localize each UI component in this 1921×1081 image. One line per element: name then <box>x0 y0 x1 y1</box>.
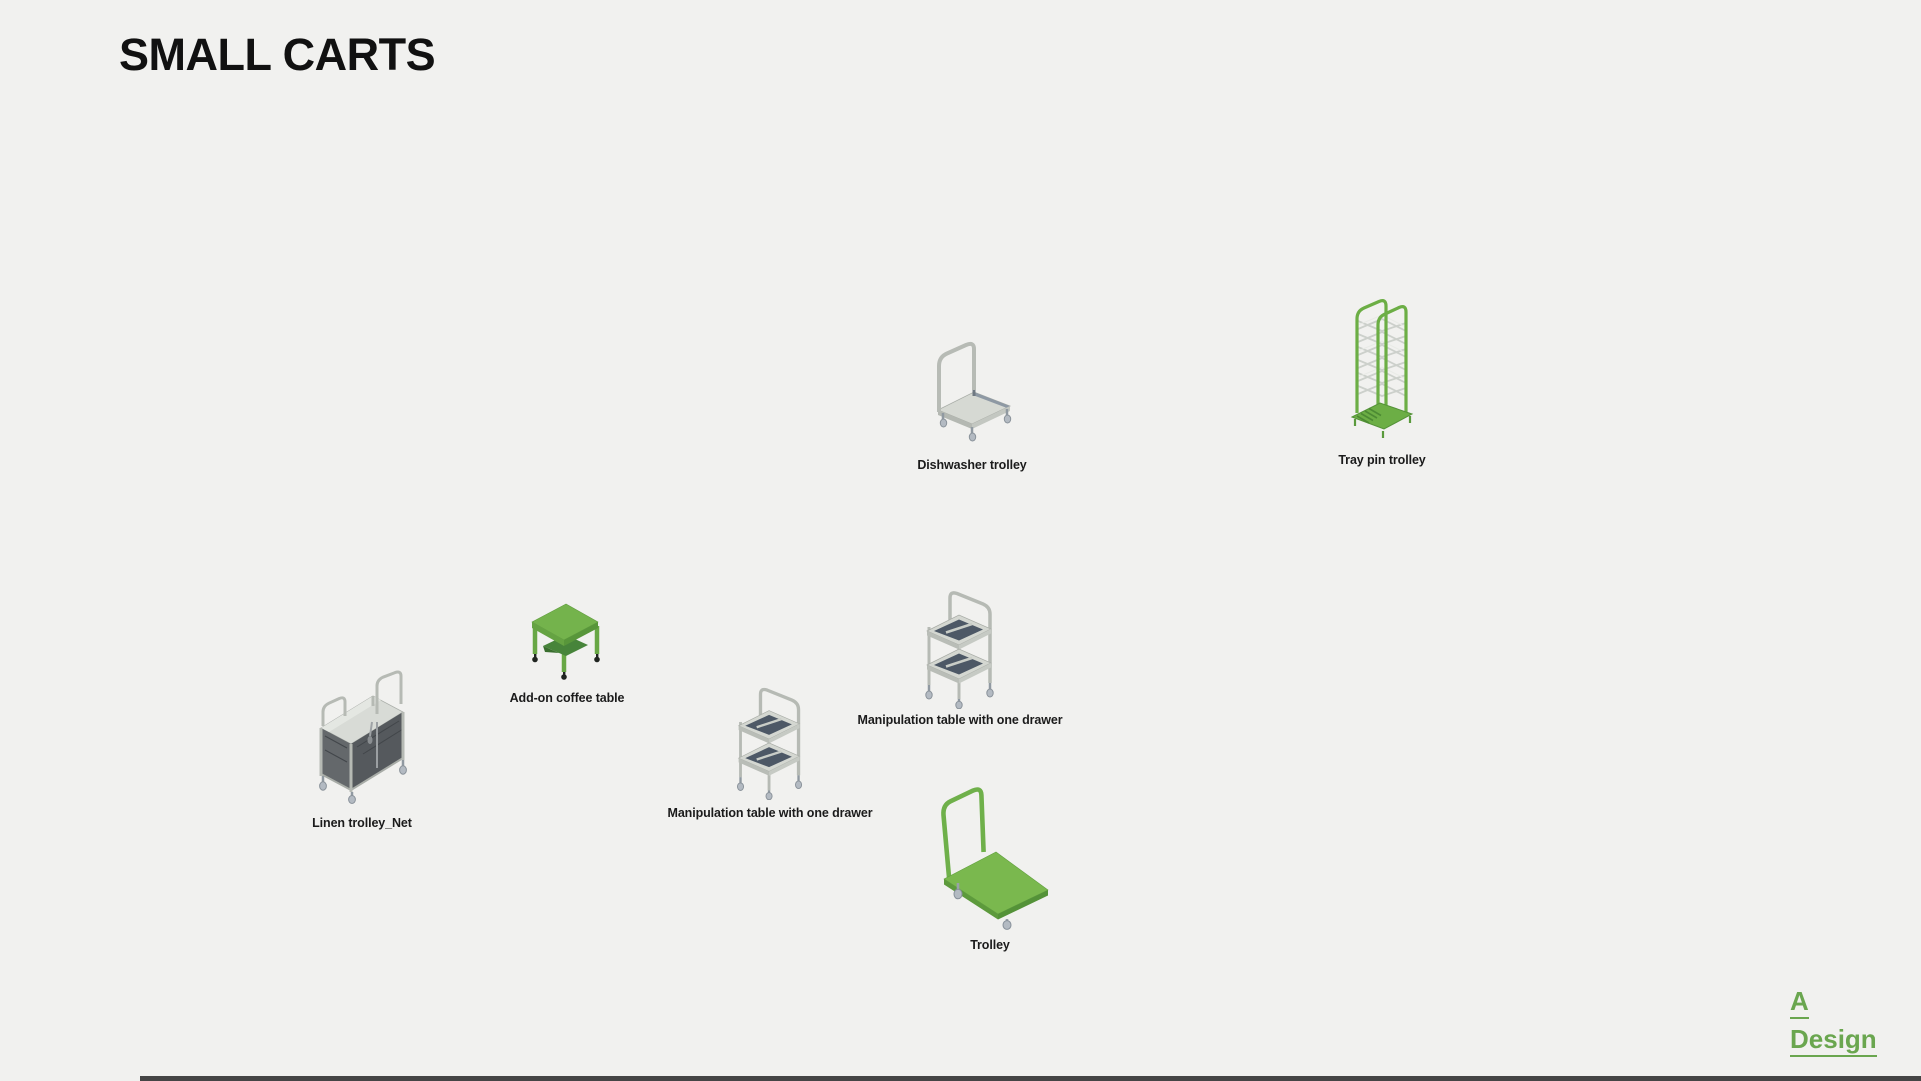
product-label: Manipulation table with one drawer <box>667 806 873 820</box>
product-label: Add-on coffee table <box>509 691 625 705</box>
product-label: Dishwasher trolley <box>917 458 1027 472</box>
a-design-logo[interactable]: A Design <box>1790 988 1877 1064</box>
logo-line-2: Design <box>1790 1026 1877 1057</box>
product-linen-trolley-net[interactable]: Linen trolley_Net <box>242 670 482 830</box>
tray-pin-trolley-icon <box>1350 299 1414 438</box>
add-on-coffee-table-icon <box>531 603 600 680</box>
product-manipulation-table-left[interactable]: Manipulation table with one drawer <box>650 682 890 820</box>
product-label: Trolley <box>970 938 1010 952</box>
linen-trolley-net-icon <box>319 670 407 804</box>
page-title: SMALL CARTS <box>119 29 436 80</box>
product-tray-pin-trolley[interactable]: Tray pin trolley <box>1262 293 1502 467</box>
manipulation-table-icon <box>735 687 804 800</box>
logo-line-1: A <box>1790 988 1809 1019</box>
trolley-icon <box>941 787 1049 930</box>
manipulation-table-icon <box>924 591 995 709</box>
product-dishwasher-trolley[interactable]: Dishwasher trolley <box>852 340 1092 472</box>
bottom-edge-bar <box>140 1076 1921 1081</box>
product-label: Manipulation table with one drawer <box>857 713 1063 727</box>
product-label: Linen trolley_Net <box>312 816 412 830</box>
dishwasher-trolley-icon <box>937 341 1012 442</box>
product-manipulation-table-right[interactable]: Manipulation table with one drawer <box>840 585 1080 727</box>
product-trolley[interactable]: Trolley <box>870 782 1110 952</box>
product-label: Tray pin trolley <box>1338 453 1426 467</box>
product-add-on-coffee-table[interactable]: Add-on coffee table <box>447 600 687 705</box>
